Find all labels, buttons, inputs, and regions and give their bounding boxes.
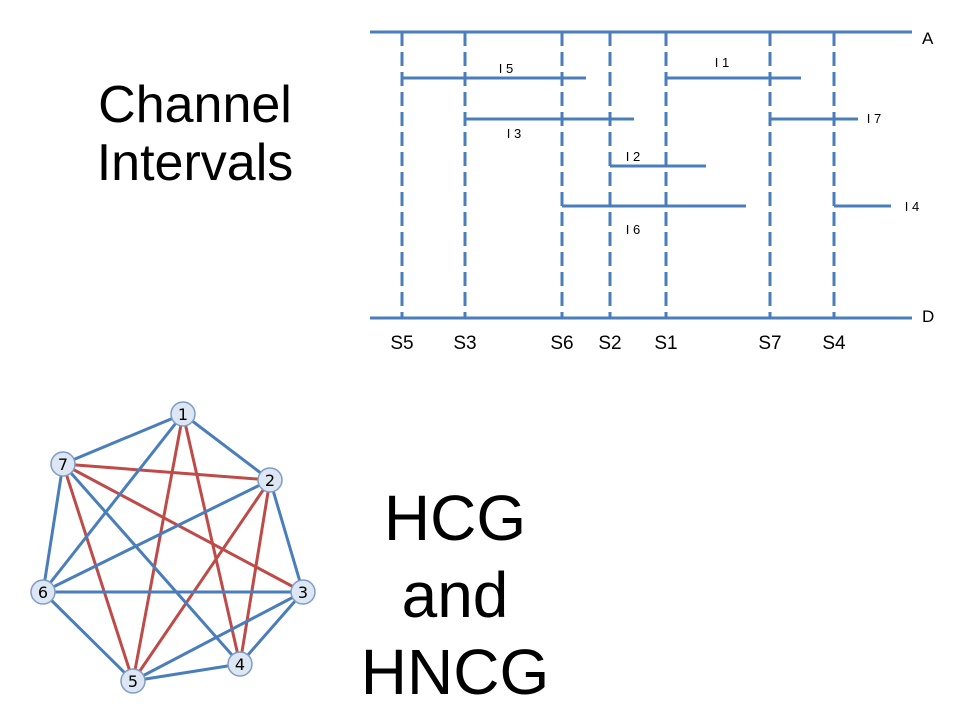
node-circle: [120, 668, 146, 694]
node-circle: [170, 401, 196, 427]
red-edge-1-5: [131, 413, 185, 682]
node-label: 3: [298, 583, 308, 602]
node-circle: [50, 451, 76, 477]
node-label: 7: [58, 455, 68, 474]
node-label: 5: [128, 672, 138, 691]
interval-lines: [402, 76, 891, 208]
channel-diagram: [370, 30, 912, 320]
interval-label-i1: I 1: [715, 55, 729, 70]
hcg-hncg-title: HCG and HNCG: [345, 480, 565, 710]
slot-label-s1: S1: [654, 333, 677, 354]
node-circle: [227, 651, 253, 677]
slot-label-s6: S6: [550, 333, 573, 354]
interval-label-i2: I 2: [626, 149, 640, 164]
interval-label-i5: I 5: [499, 61, 513, 76]
blue-edge-5-6: [41, 590, 135, 683]
title-line: Intervals: [96, 134, 294, 193]
red-edge-2-5: [131, 479, 272, 682]
blue-edge-2-3: [268, 479, 305, 593]
node-circle: [290, 579, 316, 605]
node-label: 1: [178, 405, 188, 424]
red-edge-7-3: [62, 462, 304, 594]
blue-edge-7-1: [62, 412, 184, 466]
graph-edges: [41, 412, 305, 683]
graph-node-7: 7: [50, 451, 76, 477]
node-label: 4: [235, 655, 245, 674]
slot-label-s2: S2: [598, 333, 621, 354]
blue-edge-3-4: [238, 591, 305, 665]
node-label: 2: [265, 471, 275, 490]
slot-labels: S5 S3 S6 S2 S1 S7 S4: [390, 333, 846, 354]
node-circle: [30, 579, 56, 605]
graph-nodes: 1 2 3 4 5 6 7: [30, 401, 316, 694]
interval-label-i4: I 4: [905, 199, 919, 214]
top-rail-label: A: [922, 29, 934, 48]
graph-node-1: 1: [170, 401, 196, 427]
slot-label-s5: S5: [390, 333, 413, 354]
graph-node-2: 2: [257, 467, 283, 493]
title-line: Channel: [98, 76, 292, 134]
interval-label-i3: I 3: [507, 126, 521, 141]
channel-intervals-title: Channel Intervals: [60, 76, 330, 192]
graph-node-6: 6: [30, 579, 56, 605]
interval-label-i7: I 7: [867, 111, 881, 126]
blue-edge-1-2: [182, 412, 271, 482]
red-edge-7-5: [61, 463, 135, 682]
node-label: 6: [38, 583, 48, 602]
red-edge-1-4: [181, 413, 242, 665]
blue-edge-7-4: [61, 463, 242, 665]
node-circle: [257, 467, 283, 493]
blue-edge-4-5: [132, 662, 241, 683]
blue-edge-5-3: [132, 590, 304, 683]
title-line: HCG: [383, 482, 527, 554]
graph-node-3: 3: [290, 579, 316, 605]
title-line: and: [401, 558, 509, 631]
slot-label-s7: S7: [758, 333, 781, 354]
interval-labels: I 5 I 1 I 3 I 7 I 2 I 6 I 4: [499, 55, 919, 237]
graph-node-5: 5: [120, 668, 146, 694]
blue-edge-6-7: [41, 463, 65, 593]
title-line: HNCG: [360, 635, 550, 708]
graph-node-4: 4: [227, 651, 253, 677]
slot-label-s4: S4: [822, 333, 846, 354]
blue-edge-1-6: [41, 413, 185, 593]
slot-label-s3: S3: [453, 333, 476, 354]
bottom-rail-label: D: [922, 307, 934, 326]
blue-edge-6-2: [42, 478, 271, 594]
slot-lines: [400, 32, 836, 318]
interval-label-i6: I 6: [626, 222, 640, 237]
red-edge-2-4: [238, 479, 272, 665]
red-edge-7-2: [62, 462, 271, 482]
